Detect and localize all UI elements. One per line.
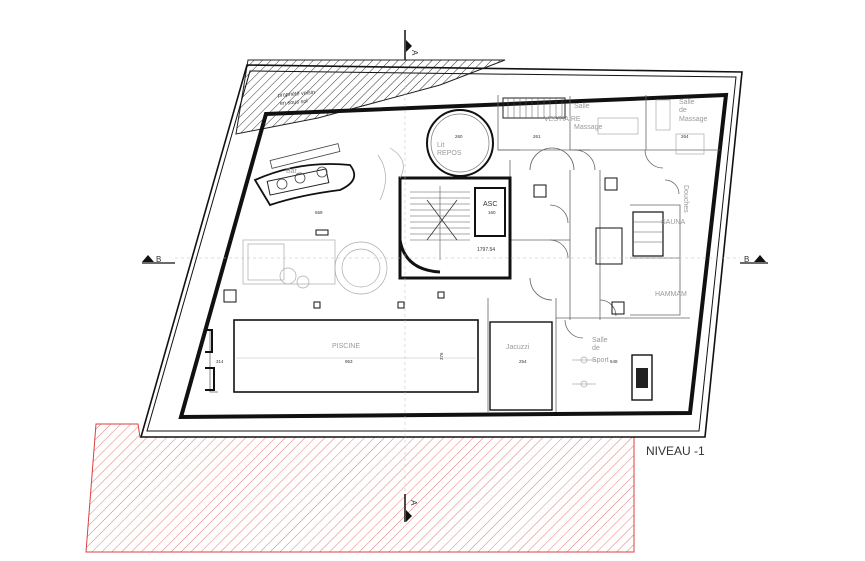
dimension-level: 1797.54 — [477, 247, 495, 253]
vestiaire-bench — [502, 97, 566, 119]
sport-equipment — [572, 354, 653, 401]
section-lines — [175, 62, 740, 495]
room-label-jacuzzi: Jacuzzi — [506, 344, 530, 351]
dimension-261: 261 — [533, 134, 541, 139]
dimension-160: 160 — [488, 210, 496, 215]
structural-wall — [178, 92, 729, 420]
dimension-314: 314 — [216, 359, 224, 364]
section-marker-b-right: B — [740, 255, 768, 264]
section-marker-b-left: B — [142, 255, 175, 264]
dimension-264: 264 — [681, 134, 689, 139]
room-label-salle-sport-2: de — [592, 345, 600, 352]
pool — [233, 319, 479, 393]
room-label-salle-massage-1b: Massage — [574, 124, 603, 131]
dimension-260: 260 — [455, 134, 463, 139]
columns — [223, 177, 625, 315]
dimension-254: 254 — [519, 359, 527, 364]
section-marker-a-bottom: A — [404, 494, 418, 522]
section-marker-b-left-label: B — [156, 255, 161, 264]
section-marker-a-top: A — [404, 30, 419, 60]
room-label-piscine: PISCINE — [332, 343, 360, 350]
left-wall-steps — [205, 329, 215, 391]
dimension-659: 659 — [315, 210, 323, 215]
room-label-vestiaire: VESTIAIRE — [544, 116, 581, 123]
bar-counter — [253, 143, 356, 207]
neighbor-note-line1: propriété voisin — [278, 90, 316, 99]
lounge-furniture — [242, 147, 404, 295]
room-label-salle-massage-2c: Massage — [679, 116, 708, 123]
dimension-548: 548 — [610, 359, 618, 364]
section-marker-b-right-label: B — [744, 255, 749, 264]
sauna-benches — [632, 211, 664, 257]
massage-tables — [597, 99, 705, 155]
room-label-salle-massage-2a: Salle — [679, 99, 695, 106]
room-label-hammam: HAMMAM — [655, 291, 687, 298]
room-label-salle-massage-2b: de — [679, 107, 687, 114]
neighbor-property-red-hatch — [85, 423, 635, 553]
stair-core — [398, 176, 512, 280]
dimension-953: 953 — [345, 359, 353, 364]
room-label-lit: Lit — [437, 142, 444, 149]
outer-wall-line — [139, 64, 743, 438]
room-label-douches: Douches — [682, 185, 689, 213]
room-label-salle-sport-1: Salle — [592, 337, 608, 344]
room-label-bar: Bar — [286, 168, 298, 175]
repos-room — [426, 109, 494, 177]
outer-wall-line-2 — [146, 70, 737, 432]
room-label-sauna: SAUNA — [661, 219, 685, 226]
room-label-salle-sport-3: Sport — [592, 357, 609, 364]
interior-partitions — [209, 95, 720, 412]
dimension-376: 376 — [439, 352, 444, 360]
room-label-salle-massage-1a: Salle — [574, 103, 590, 110]
neighbor-note-line2: en sous sol — [280, 99, 308, 107]
section-marker-a-top-label: A — [410, 50, 419, 56]
jacuzzi — [489, 321, 553, 411]
room-label-repos: REPOS — [437, 150, 462, 157]
section-marker-a-bottom-label: A — [409, 500, 418, 506]
level-title: NIVEAU -1 — [646, 444, 705, 458]
neighbor-basement-hatch — [235, 59, 506, 135]
room-label-asc: ASC — [483, 201, 497, 208]
door-swings — [529, 147, 680, 339]
